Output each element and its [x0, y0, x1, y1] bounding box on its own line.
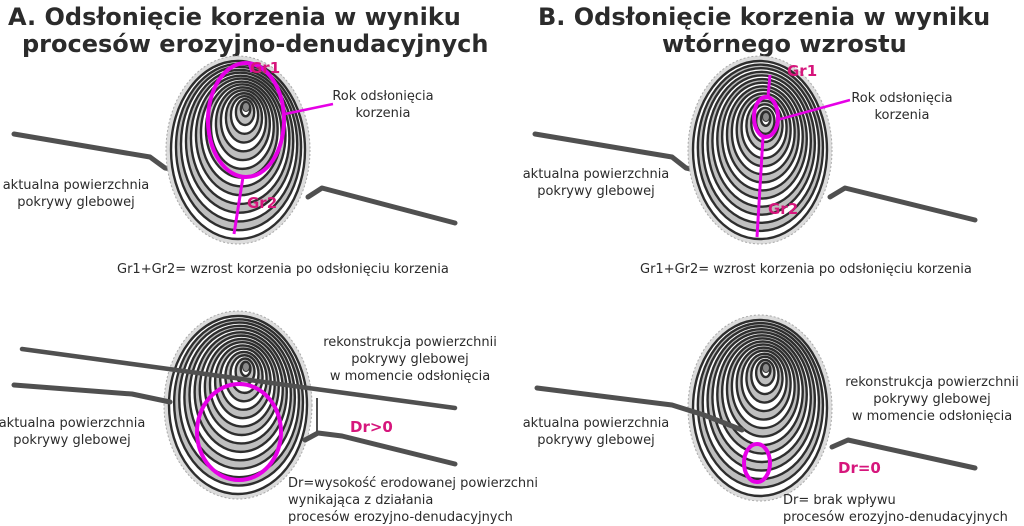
pith: [242, 362, 250, 372]
recon-label-line2: pokrywy glebowej: [873, 392, 991, 407]
rok-label-line1: Rok odsłonięcia: [332, 89, 433, 104]
panel-a-bottom: Dr>0 rekonstrukcja powierzchnii pokrywy …: [0, 310, 538, 525]
ground-line: [302, 430, 458, 467]
recon-label-line3: w momencie odsłonięcia: [330, 369, 490, 384]
rok-label-line1: Rok odsłonięcia: [851, 91, 952, 106]
surface-label-line1: aktualna powierzchnia: [0, 416, 145, 431]
exposure-year-ring: [195, 382, 283, 482]
pith: [242, 102, 250, 112]
surface-label-line2: pokrywy glebowej: [537, 184, 655, 199]
ground-line: [829, 437, 978, 471]
panel-a-top: Gr1 Gr2 Rok odsłonięcia korzenia aktualn…: [3, 55, 458, 277]
exposure-year-ring: [206, 61, 286, 179]
exposure-year-ring: [742, 442, 772, 484]
rok-label-line2: korzenia: [874, 108, 929, 123]
caption-line1: Dr=wysokość erodowanej powierzchni: [288, 476, 538, 491]
formula-text: Gr1+Gr2= wzrost korzenia po odsłonięciu …: [640, 262, 972, 277]
ground-line: [305, 185, 458, 226]
gr1-measure-line: [766, 74, 772, 98]
panel-b-title-line1: B. Odsłonięcie korzenia w wyniku: [538, 3, 990, 31]
gr1-measure-line: [247, 62, 254, 73]
surface-label-line2: pokrywy glebowej: [17, 195, 135, 210]
panel-b-bottom: Dr=0 rekonstrukcja powierzchnii pokrywy …: [523, 314, 1019, 525]
surface-label-line2: pokrywy glebowej: [13, 433, 131, 448]
formula-text: Gr1+Gr2= wzrost korzenia po odsłonięciu …: [117, 262, 449, 277]
gr2-label: Gr2: [768, 200, 798, 218]
recon-label-line3: w momencie odsłonięcia: [852, 409, 1012, 424]
ground-line: [11, 382, 173, 405]
surface-label-line1: aktualna powierzchnia: [3, 178, 150, 193]
ground-line: [534, 385, 745, 433]
caption-line2: wynikająca z działania: [288, 493, 433, 508]
surface-label-line2: pokrywy glebowej: [537, 433, 655, 448]
root-cross-section: [163, 310, 313, 500]
panel-b-title-line2: wtórnego wzrostu: [662, 30, 907, 58]
dr-label: Dr=0: [838, 459, 881, 477]
caption-line1: Dr= brak wpływu: [783, 493, 896, 508]
leader-line: [776, 98, 851, 122]
caption-line3: procesów erozyjno-denudacyjnych: [288, 510, 513, 525]
recon-label-line1: rekonstrukcja powierzchnii: [323, 335, 497, 350]
ground-line: [827, 185, 978, 223]
root-cross-section: [687, 55, 833, 245]
reconstructed-surface-line: [19, 346, 458, 411]
gr2-measure-line: [755, 136, 765, 238]
panel-a-title-line2: procesów erozyjno-denudacyjnych: [22, 30, 488, 58]
recon-label-line1: rekonstrukcja powierzchnii: [845, 375, 1019, 390]
rok-label-line2: korzenia: [355, 106, 410, 121]
root-cross-section: [687, 314, 833, 502]
surface-label-line1: aktualna powierzchnia: [523, 167, 670, 182]
pith: [762, 112, 770, 122]
exposure-year-ring: [752, 95, 780, 139]
surface-label-line1: aktualna powierzchnia: [523, 416, 670, 431]
panel-a-title-line1: A. Odsłonięcie korzenia w wyniku: [8, 3, 461, 31]
caption-line2: procesów erozyjno-denudacyjnych: [783, 510, 1008, 525]
panel-b-top: Gr1 Gr2 Rok odsłonięcia korzenia aktualn…: [523, 55, 978, 277]
leader-line: [284, 102, 334, 116]
pith: [762, 363, 770, 373]
dr-label: Dr>0: [350, 418, 393, 436]
gr1-label: Gr1: [787, 62, 817, 80]
gr1-label: Gr1: [250, 59, 280, 77]
gr2-measure-line: [232, 176, 245, 235]
recon-label-line2: pokrywy glebowej: [351, 352, 469, 367]
gr2-label: Gr2: [247, 194, 277, 212]
